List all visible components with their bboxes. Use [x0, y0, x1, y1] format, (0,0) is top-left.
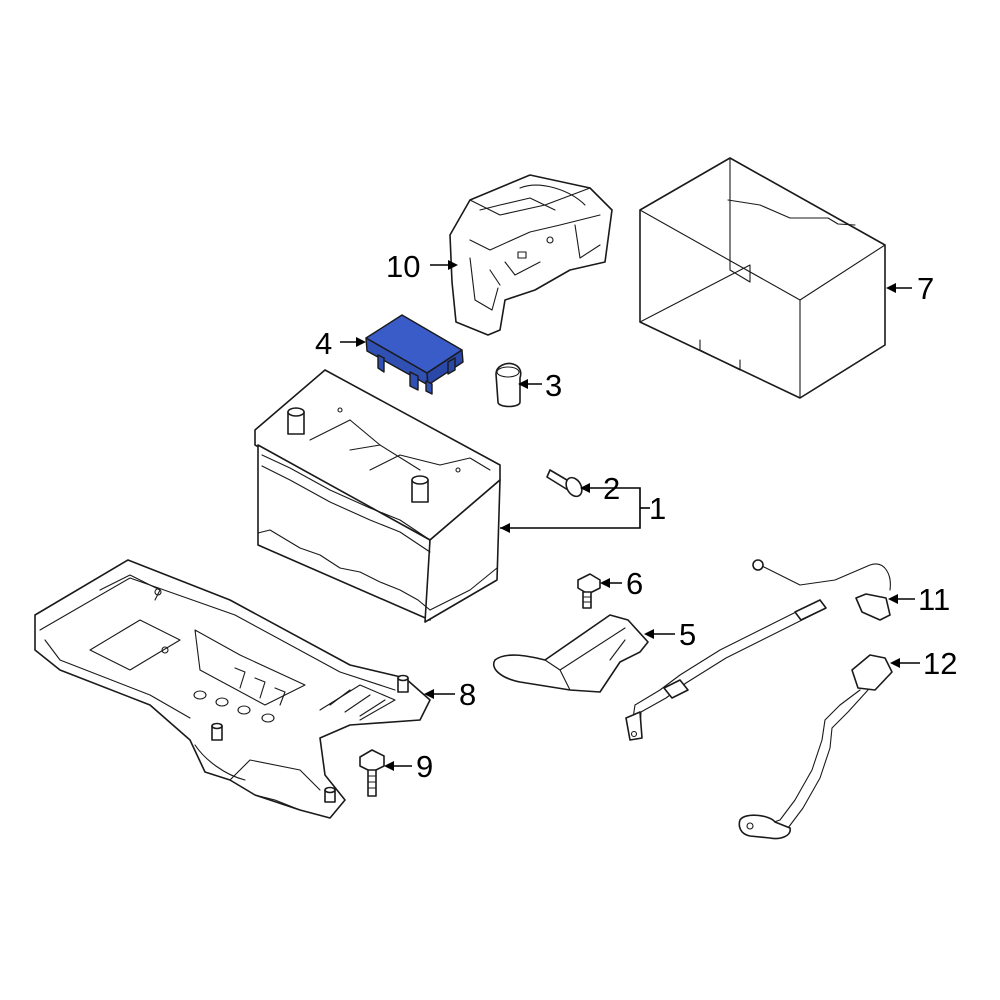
ground-cable-part-12[interactable]: [738, 654, 893, 840]
callout-5: 5: [679, 617, 696, 652]
terminal-cap-part-3[interactable]: [495, 362, 522, 408]
callout-11: 11: [918, 582, 950, 617]
callout-2: 2: [603, 471, 620, 506]
callout-9: 9: [416, 749, 433, 784]
bolt-part-9[interactable]: [359, 749, 385, 797]
support-bracket-part-5[interactable]: [493, 614, 649, 693]
callout-8: 8: [459, 677, 476, 712]
callout-3: 3: [545, 368, 562, 403]
battery-tray-part-8[interactable]: [34, 559, 431, 819]
cover-tab-side: [447, 357, 456, 375]
terminal-cover-part-4[interactable]: [365, 314, 464, 395]
bolt-part-6[interactable]: [577, 573, 601, 609]
cover-tab-mid: [409, 371, 419, 391]
callout-12: 12: [923, 646, 957, 681]
callout-1: 1: [649, 491, 666, 526]
callout-6: 6: [626, 566, 643, 601]
battery-cable-part-11[interactable]: [625, 559, 891, 741]
battery-insulator-part-7[interactable]: [639, 157, 886, 399]
callout-10: 10: [386, 249, 420, 284]
callout-7: 7: [917, 271, 934, 306]
battery-part-1[interactable]: [254, 369, 501, 623]
push-pin-part-2[interactable]: [546, 469, 585, 499]
leaders: [340, 260, 920, 771]
cover-tab-right: [425, 380, 433, 395]
cover-tab-left: [377, 354, 385, 373]
hold-down-bracket-part-10[interactable]: [449, 174, 613, 336]
callout-4: 4: [315, 326, 332, 361]
